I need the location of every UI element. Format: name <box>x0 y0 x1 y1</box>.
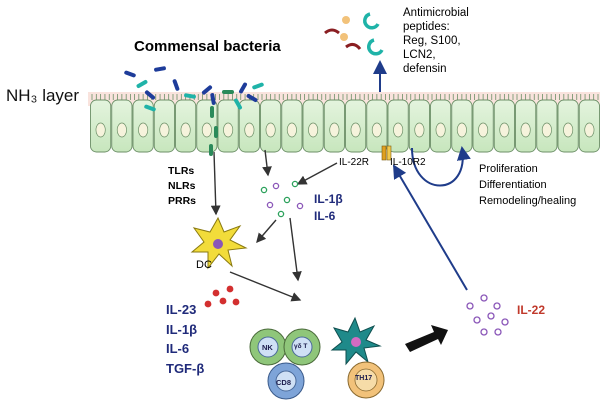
arrow-epithelium-to-cytokines <box>262 149 272 177</box>
nh3-layer-label: NH₃ layer <box>6 86 80 105</box>
epithelial-cell <box>302 94 324 153</box>
antimicrobial-peptides-icon <box>324 12 384 56</box>
epithelial-cell <box>451 94 473 153</box>
bacterium-icon <box>201 85 213 95</box>
arrow-dc-to-cells <box>229 271 302 302</box>
bacterium-icon <box>184 93 196 99</box>
epithelial-cell <box>366 94 388 153</box>
bacterium-icon <box>144 90 156 100</box>
il10r2-receptor <box>386 145 392 161</box>
epithelial-cell <box>408 94 430 153</box>
bacterium-icon <box>124 70 136 78</box>
gamma-delta-t-cell-label: γδ T <box>294 343 308 350</box>
epithelial-cell <box>111 94 133 153</box>
immune-cells-cluster <box>249 316 385 400</box>
epithelial-cell <box>323 94 345 153</box>
epithelial-cell <box>217 94 239 153</box>
bacterium-icon <box>239 82 247 94</box>
epithelial-cell <box>260 94 282 153</box>
il22r-label: IL-22R <box>339 157 370 168</box>
il22-label: IL-22 <box>517 303 546 317</box>
epithelial-cell <box>175 94 197 153</box>
bacterium-icon <box>214 126 218 138</box>
bacterium-icon <box>222 90 234 94</box>
red-cytokine-dots <box>204 285 240 308</box>
arrow-il22r-to-cytokines <box>296 162 338 185</box>
bacterium-icon <box>136 80 148 88</box>
epithelial-cell <box>515 94 537 153</box>
bacterium-icon <box>172 79 180 91</box>
cytokine-dots-top <box>260 180 304 218</box>
epithelial-cell <box>387 94 409 153</box>
epithelial-cell <box>472 94 494 153</box>
epithelial-cell <box>196 94 218 153</box>
big-black-arrow-icon <box>405 325 448 352</box>
arrow-bacteria-to-dc <box>210 151 221 216</box>
arrow-cytokines-to-dc <box>256 219 277 244</box>
bacterium-icon <box>210 93 216 105</box>
nk-cell-label: NK <box>262 343 273 352</box>
epithelial-cell <box>281 94 303 153</box>
cd8-cell-label: CD8 <box>276 378 292 387</box>
bacterium-icon <box>210 106 214 118</box>
receptors-label: TLRs NLRs PRRs <box>168 165 197 208</box>
epithelial-cell <box>132 94 154 153</box>
il22-receptor <box>381 145 387 161</box>
bacterium-icon <box>252 82 264 90</box>
epithelial-layer <box>90 94 600 153</box>
bacterium-icon <box>209 144 213 156</box>
il10r2-label: IL-10R2 <box>390 157 426 168</box>
bacterium-icon <box>246 94 258 102</box>
epithelial-cell <box>238 94 260 153</box>
bacterium-icon <box>144 104 156 112</box>
commensal-bacteria-group <box>124 66 264 156</box>
bacterium-icon <box>154 66 166 72</box>
antimicrobial-peptides-label: Antimicrobial peptides: Reg, S100, LCN2,… <box>403 7 469 76</box>
commensal-bacteria-title: Commensal bacteria <box>134 38 281 55</box>
th17-cell-label: TH17 <box>355 375 373 382</box>
epithelial-cell <box>90 94 112 153</box>
epithelial-cell <box>557 94 579 153</box>
arrow-il22-to-receptor <box>392 164 468 291</box>
epithelial-cell <box>153 94 175 153</box>
dendritic-cell-icon <box>190 216 248 270</box>
arrow-cytokines-to-cells <box>289 217 302 282</box>
epithelial-cell <box>493 94 515 153</box>
bacterium-icon <box>234 98 242 110</box>
epithelial-cell <box>430 94 452 153</box>
epithelial-cell <box>345 94 367 153</box>
epithelial-cell <box>536 94 558 153</box>
proliferation-loop-arrow <box>411 146 471 187</box>
cytokines-top-label: IL-1β IL-6 <box>314 192 343 224</box>
il22-dots <box>466 294 509 336</box>
epithelial-cell <box>578 94 600 153</box>
dc-label: DC <box>196 259 212 271</box>
outcomes-label: Proliferation Differentiation Remodeling… <box>479 163 577 207</box>
cytokines-bottom-label: IL-23 IL-1β IL-6 TGF-β <box>166 302 205 376</box>
